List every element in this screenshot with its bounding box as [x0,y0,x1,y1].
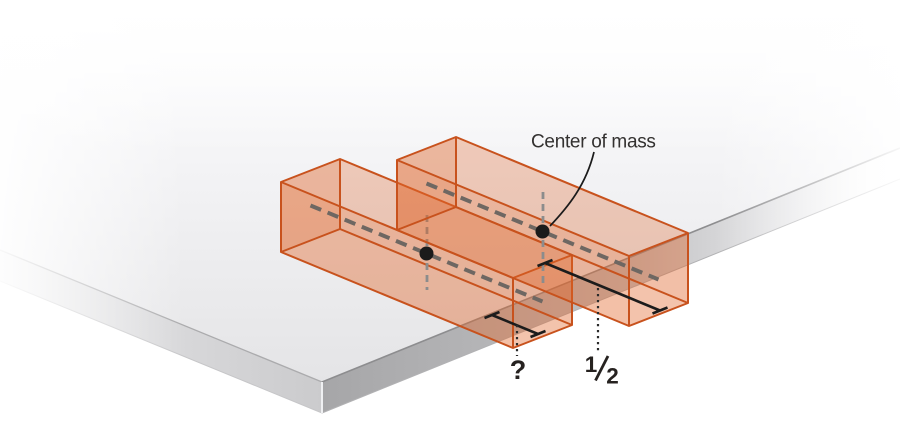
dimension-half-overhang [537,258,668,352]
bottom-brick-center-of-mass-dot [419,246,434,261]
unknown-dimension-tick-right [530,329,546,339]
bottom-brick-axis-dashed-line [309,203,544,304]
center-of-mass-label: Center of mass [531,132,656,153]
half-dimension-tick-left [537,258,553,268]
top-brick-annotations [425,181,660,286]
top-brick-axis-dashed-line [425,181,660,282]
center-of-mass-pointer-curve [549,151,595,227]
half-dimension-tick-right [652,306,668,315]
unknown-dimension-line [491,313,539,336]
unknown-overhang-label: ? [510,355,527,385]
bottom-brick-annotations [309,203,544,304]
top-brick-edges [396,136,689,327]
fraction-denominator: 2 [606,364,619,389]
top-brick-center-of-mass-dot [535,224,550,239]
dimension-unknown-overhang [484,310,546,356]
half-fraction-label: 1 2 [585,352,619,389]
half-dimension-line [544,261,661,312]
unknown-dimension-tick-left [484,310,500,320]
fraction-slash [594,355,610,382]
fraction-numerator: 1 [585,352,598,377]
